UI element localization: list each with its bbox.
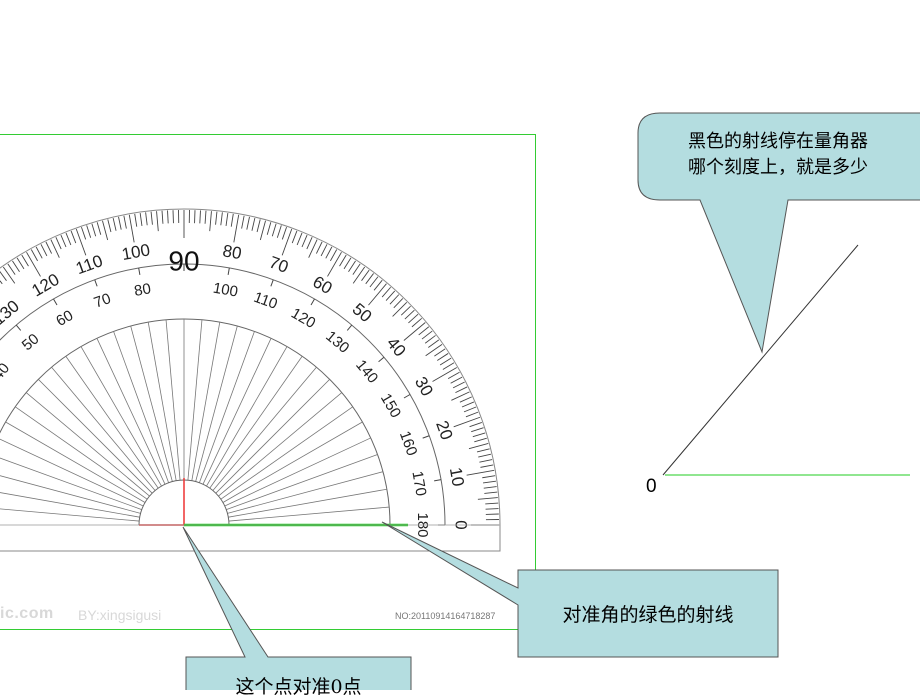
watermark-id: NO:20110914164718287: [395, 611, 495, 621]
protractor-outer-label: 10: [446, 466, 468, 488]
callout-green-ray-text: 对准角的绿色的射线: [518, 570, 778, 657]
callout-ray-reading-line2: 哪个刻度上，就是多少: [688, 155, 920, 181]
callout-center-point-text: 这个点对准0点: [186, 672, 411, 699]
watermark-site: ic.com: [0, 605, 54, 623]
protractor-inner-label: 80: [133, 280, 152, 300]
protractor-outer-label: 80: [221, 241, 243, 263]
protractor-center-label: 90: [168, 245, 199, 276]
protractor: 0102030405060708010011012013014015016017…: [0, 209, 500, 551]
callout-ray-reading-text: 黑色的射线停在量角器 哪个刻度上，就是多少: [688, 129, 920, 181]
watermark-author: BY:xingsigusi: [78, 607, 161, 623]
vertex-label: 0: [646, 476, 657, 498]
callout-ray-reading-line1: 黑色的射线停在量角器: [688, 129, 920, 155]
